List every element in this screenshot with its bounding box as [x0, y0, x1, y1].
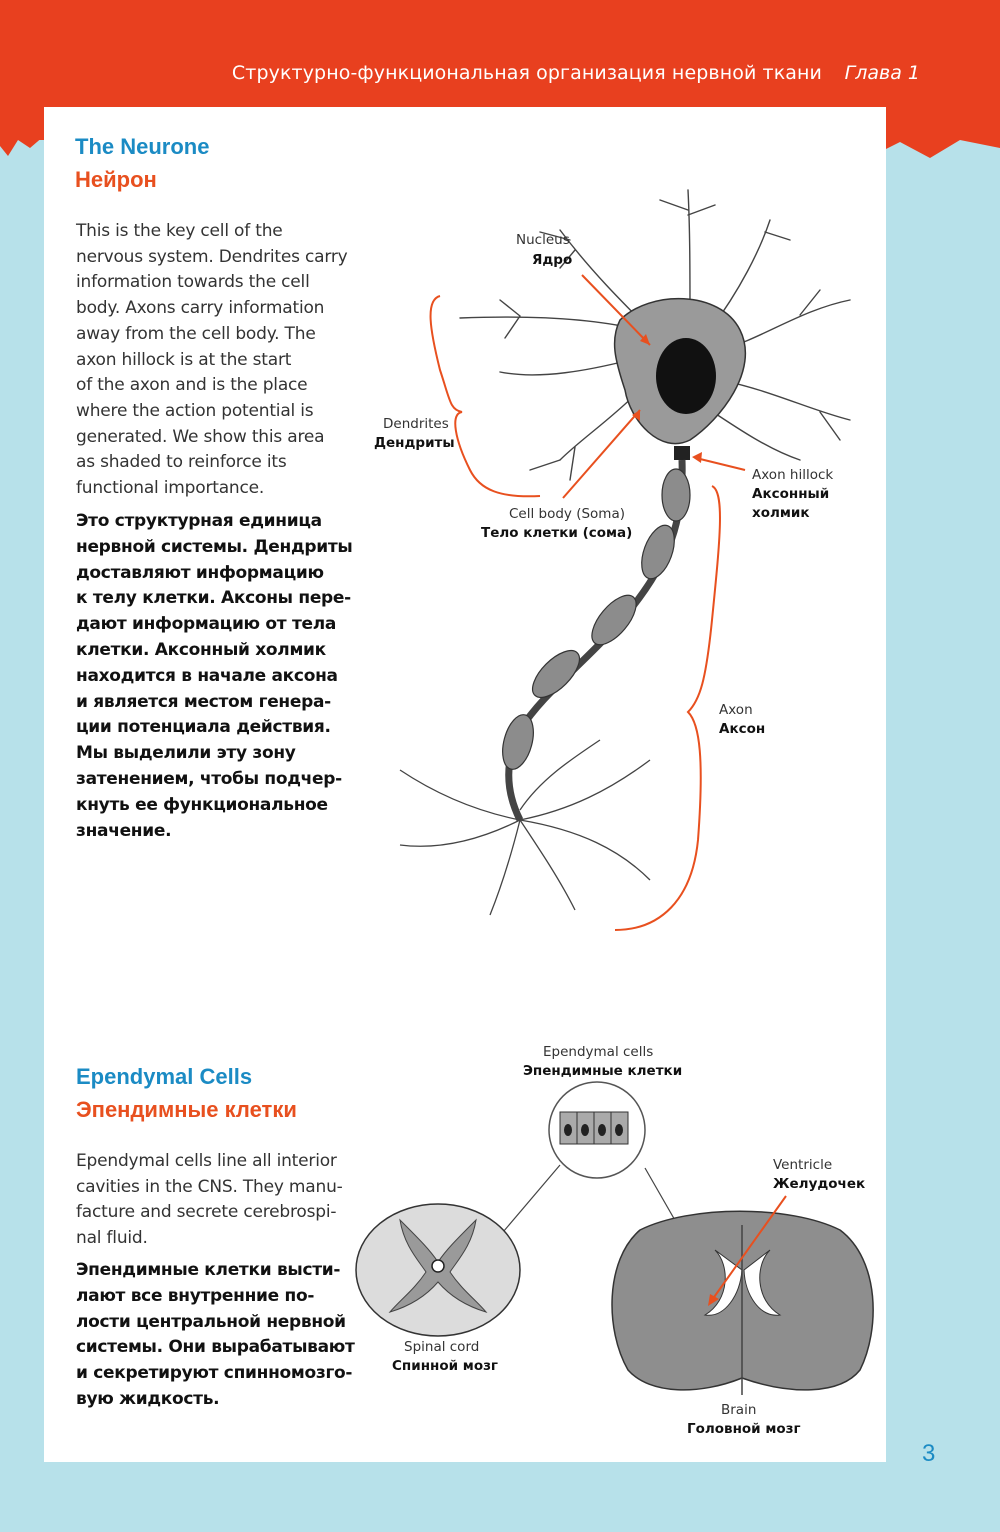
page-number: 3: [922, 1440, 935, 1468]
label-brain-en: Brain: [721, 1402, 756, 1418]
label-spinal-cord-en: Spinal cord: [404, 1339, 479, 1355]
label-ventricle-en: Ventricle: [773, 1157, 832, 1173]
label-ependymal-ru: Эпендимные клетки: [523, 1063, 682, 1079]
label-brain-ru: Головной мозг: [687, 1421, 801, 1437]
label-spinal-cord-ru: Спинной мозг: [392, 1358, 498, 1374]
label-ependymal-en: Ependymal cells: [543, 1044, 653, 1060]
label-ventricle-ru: Желудочек: [773, 1176, 865, 1192]
